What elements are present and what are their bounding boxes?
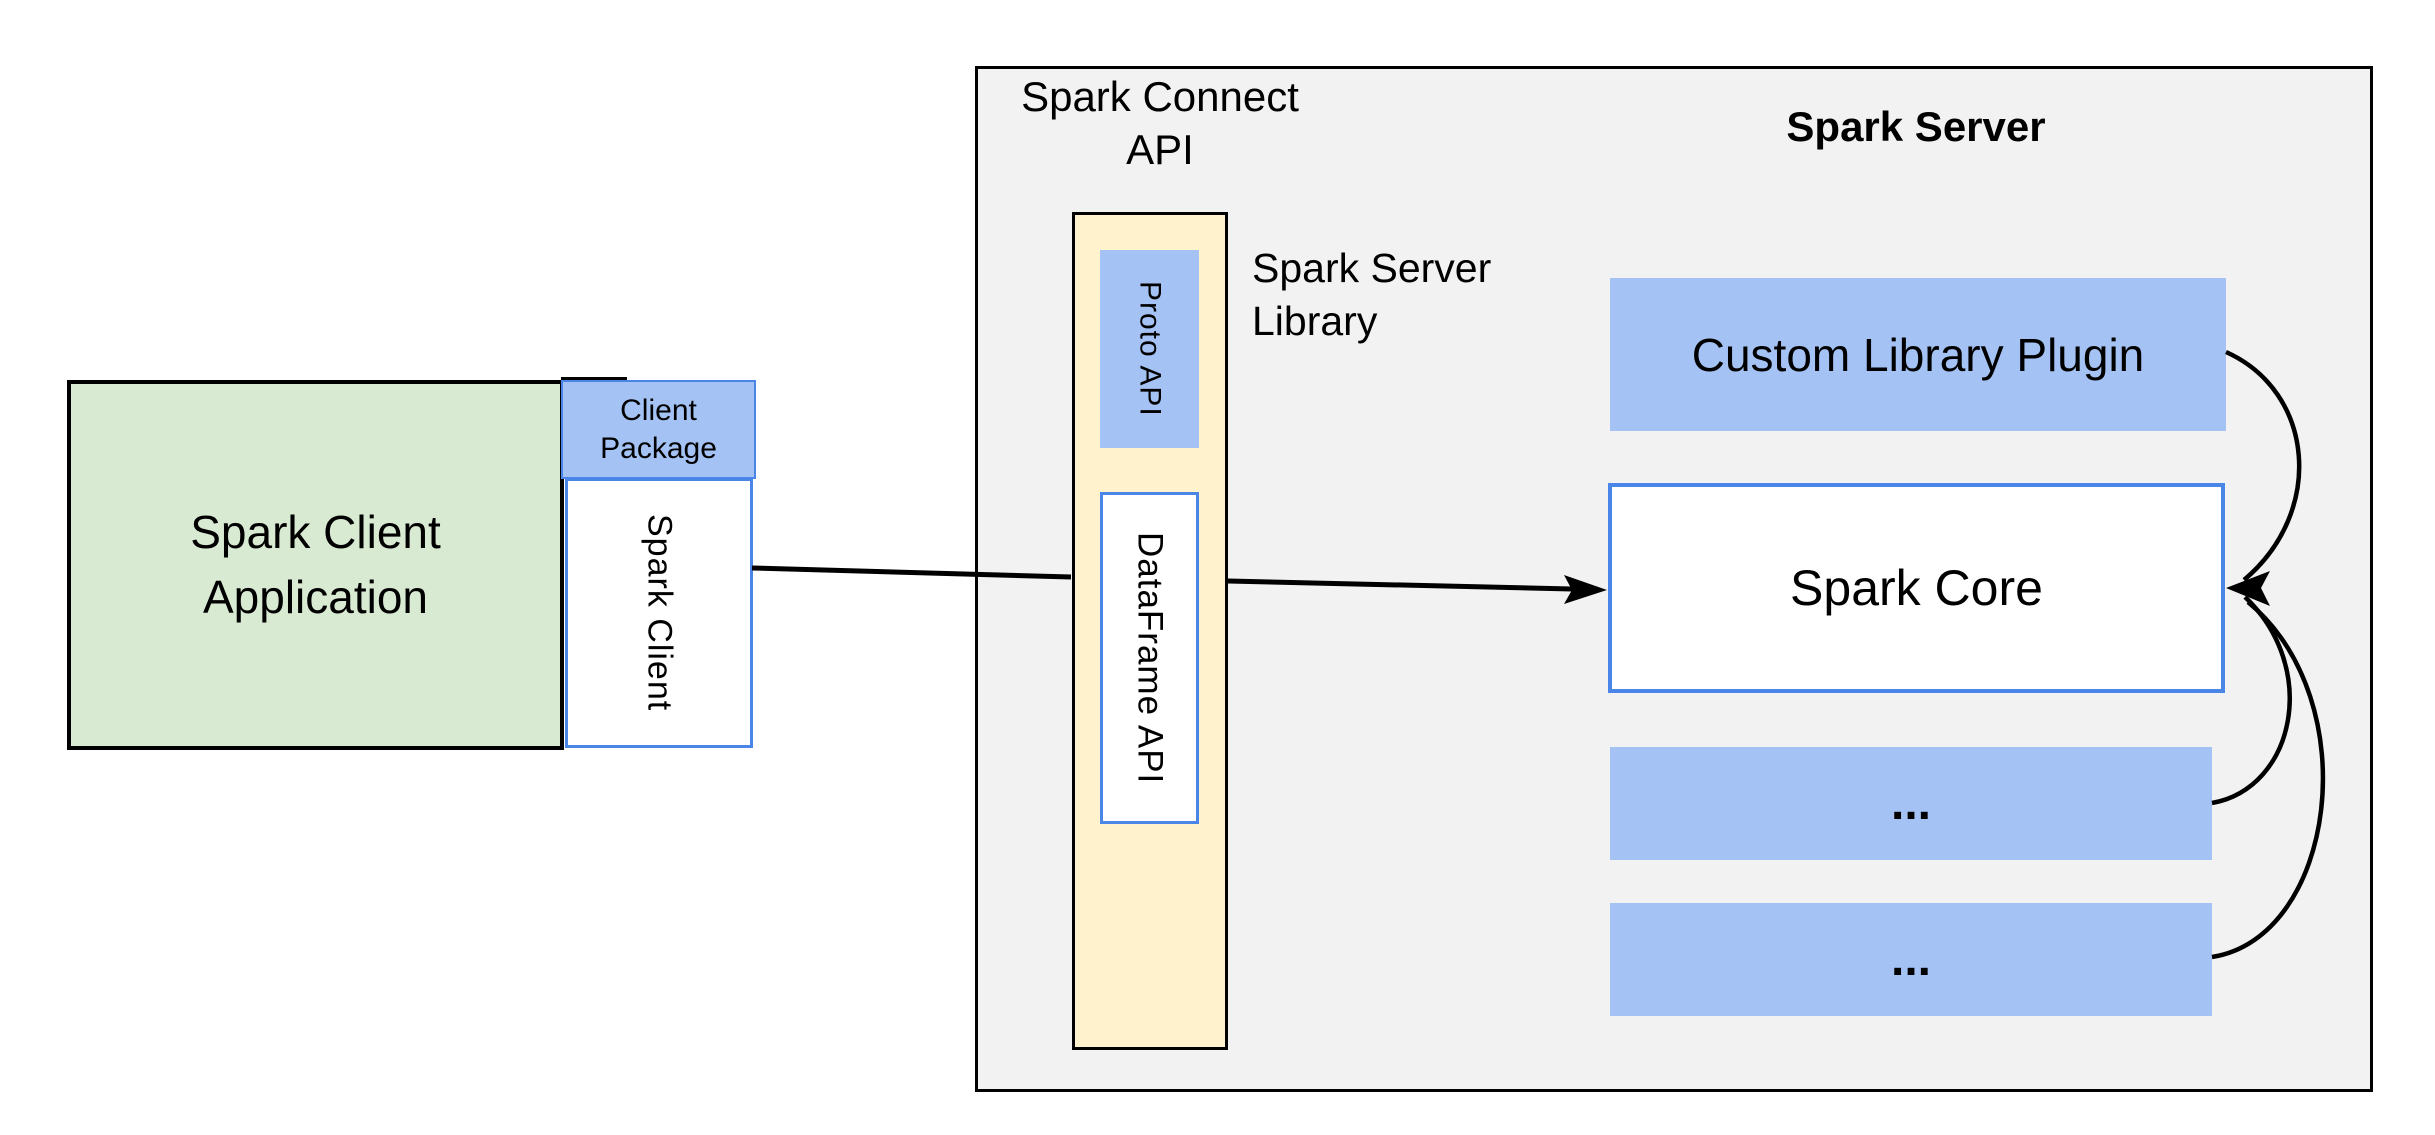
client-package-label: Client Package xyxy=(600,393,717,465)
proto-api-box: Proto API xyxy=(1100,250,1199,448)
dataframe-api-label: DataFrame API xyxy=(1130,531,1170,785)
spark-server-title: Spark Server xyxy=(1786,103,2046,150)
spark-core-label: Spark Core xyxy=(1790,560,2043,616)
custom-library-plugin-label: Custom Library Plugin xyxy=(1691,328,2145,381)
spark-client-box: Spark Client xyxy=(565,478,753,748)
spark-connect-api-label: Spark Connect API xyxy=(1021,73,1299,173)
server-more-box-bottom: ... xyxy=(1610,903,2212,1016)
spark-client-application-box: Spark Client Application xyxy=(67,380,564,750)
spark-server-library-label: Spark Server Library xyxy=(1252,245,1492,344)
client-package-box: Client Package xyxy=(561,380,756,479)
server-more-bottom-label: ... xyxy=(1890,933,1931,986)
green-box-border-tick xyxy=(561,377,627,381)
server-more-top-label: ... xyxy=(1890,777,1931,830)
spark-client-label: Spark Client xyxy=(640,514,679,712)
server-more-box-top: ... xyxy=(1610,747,2212,860)
proto-api-label: Proto API xyxy=(1133,281,1167,417)
spark-core-box: Spark Core xyxy=(1608,483,2225,693)
custom-library-plugin-box: Custom Library Plugin xyxy=(1610,278,2226,431)
dataframe-api-box: DataFrame API xyxy=(1100,492,1199,824)
spark-client-application-label: Spark Client Application xyxy=(190,506,441,623)
